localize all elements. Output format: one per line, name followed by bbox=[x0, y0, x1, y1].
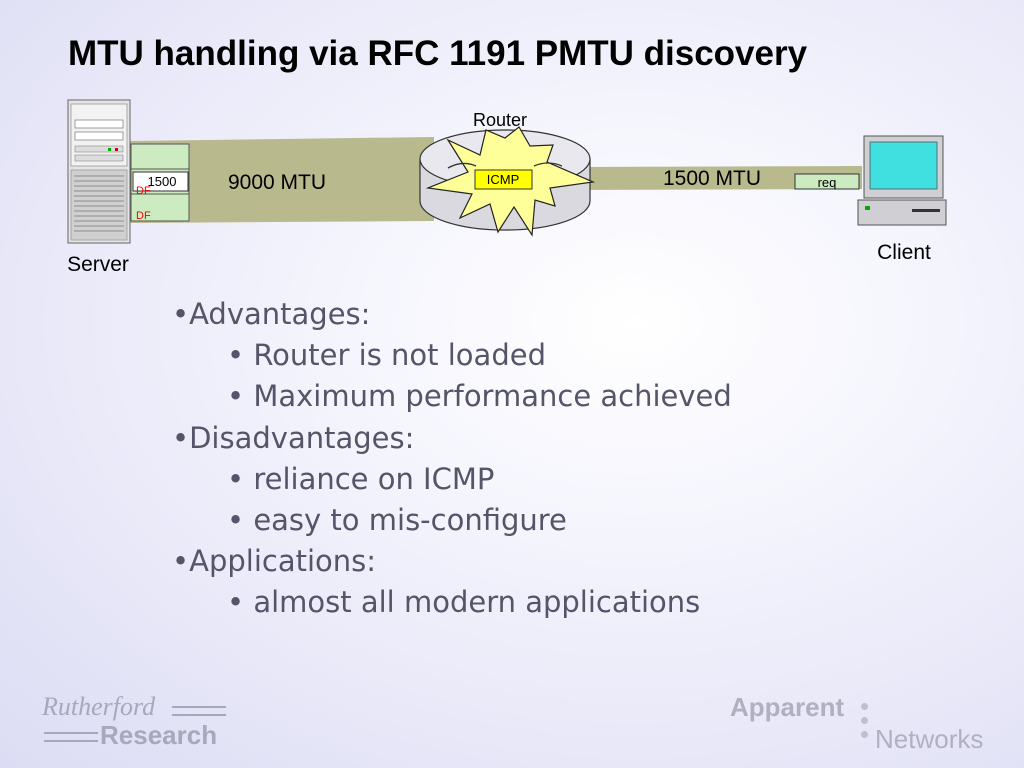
bullet-list: •Advantages: • Router is not loaded • Maxi… bbox=[172, 294, 732, 624]
df-flag-1: DF bbox=[136, 185, 151, 197]
icmp-label: ICMP bbox=[487, 172, 520, 187]
sub-bullet-item: • easy to mis-configure bbox=[227, 502, 567, 537]
sub-bullet-item: • almost all modern applications bbox=[227, 585, 701, 620]
sub-bullet-item: • reliance on ICMP bbox=[227, 461, 495, 496]
df-flag-2: DF bbox=[136, 210, 151, 222]
icmp-box bbox=[474, 169, 533, 190]
logo-apparent-text: Apparent bbox=[730, 692, 845, 722]
request-label: req bbox=[818, 175, 837, 190]
apparent-networks-logo: Apparent Networks bbox=[730, 692, 983, 754]
logo-rule-top bbox=[172, 706, 226, 716]
link-1500-mtu bbox=[576, 166, 862, 190]
sub-bullet-item: • Router is not loaded bbox=[227, 338, 546, 373]
logo-rule-bottom bbox=[44, 732, 98, 742]
packet-size-label: 1500 bbox=[148, 174, 177, 189]
left-link-label: 9000 MTU bbox=[228, 171, 326, 194]
logo-research-text: Research bbox=[100, 720, 218, 750]
server-icon bbox=[67, 99, 131, 244]
server-label: Server bbox=[67, 253, 129, 276]
logo-dot-2 bbox=[861, 717, 868, 724]
network-diagram: 1500 DF DF ICMP Router 9000 MTU 1500 MTU… bbox=[67, 99, 947, 276]
logo-rutherford-text: Rutherford bbox=[42, 692, 156, 721]
bullet-heading: •Disadvantages: bbox=[172, 420, 415, 455]
sub-bullet-item: • Maximum performance achieved bbox=[227, 379, 732, 414]
router-label: Router bbox=[473, 110, 527, 130]
logo-networks-text: Networks bbox=[875, 724, 984, 754]
logo-dot-3 bbox=[861, 731, 868, 738]
slide-title: MTU handling via RFC 1191 PMTU discovery bbox=[68, 34, 808, 73]
link-9000-mtu bbox=[130, 137, 434, 223]
right-link-label: 1500 MTU bbox=[663, 167, 761, 190]
packet-1500 bbox=[132, 171, 189, 192]
client-computer-icon bbox=[857, 135, 947, 226]
rutherford-research-logo: Rutherford Research bbox=[42, 692, 226, 750]
request-packet bbox=[794, 173, 860, 190]
bullet-heading: •Advantages: bbox=[172, 297, 371, 331]
logo-dot-1 bbox=[861, 703, 868, 710]
bullet-heading: •Applications: bbox=[172, 544, 377, 579]
client-label: Client bbox=[877, 241, 931, 264]
